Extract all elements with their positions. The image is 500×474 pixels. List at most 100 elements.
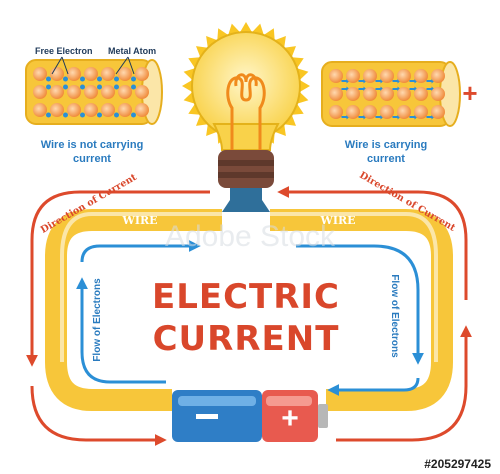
wire-active-caption-line1: Wire is carrying [345,139,427,151]
metal-atom [118,85,132,99]
current-arrow-bottom-right [336,325,472,442]
circuit-wire-highlight [60,212,438,362]
wire-active-caption-line2: current [367,153,405,165]
electron-flow-label-left: Flow of Electrons [92,278,103,362]
diagram-title-line1: ELECTRIC [152,277,340,317]
wire-sample-active: + [321,61,478,127]
metal-atom [414,69,428,83]
metal-atom [397,69,411,83]
metal-atom [84,85,98,99]
metal-atom [118,67,132,81]
metal-atom [363,87,377,101]
bulb-filament-coil [234,73,258,87]
metal-atom-lattice-active [329,69,445,120]
metal-atom [346,105,360,119]
electron-flow-label-right: Flow of Electrons [389,274,400,358]
circuit-wire [45,209,453,411]
electron-flow-arrow-bottom-left [76,277,166,384]
metal-atom [329,105,343,119]
metal-atom [84,103,98,117]
metal-atom [33,85,47,99]
free-electron [97,84,102,90]
metal-atom [346,69,360,83]
metal-atom [50,85,64,99]
current-arrow-left [26,190,210,367]
metal-atom [118,103,132,117]
free-electron [63,76,68,82]
wire-label-left: WIRE [121,214,157,227]
metal-atom [33,67,47,81]
free-electron [80,112,85,118]
bulb-connector [222,188,270,212]
battery-terminal [318,404,328,428]
bulb-socket [218,150,274,188]
electron-flow-arrow-top-left [80,240,201,263]
metal-atom [431,69,445,83]
bulb-filament [226,76,266,150]
battery-negative-shine [178,396,256,406]
free-electron [114,76,119,82]
free-electron [80,76,85,82]
free-electron-label: Free Electron [35,46,93,56]
bulb-socket-band-2 [218,172,274,178]
metal-atom [397,105,411,119]
metal-atom [380,105,394,119]
current-arrow-right [277,186,468,300]
metal-atom [431,87,445,101]
metal-atom [67,103,81,117]
metal-atom [67,67,81,81]
wire-idle-caption-line2: current [73,153,111,165]
free-electron [46,84,51,90]
stock-image-id: #205297425 [419,456,496,472]
metal-atom-lattice-idle [33,67,149,118]
watermark-text: Adobe Stock [165,220,336,253]
wire-sample-idle [25,59,163,125]
bulb-neck [212,123,280,151]
metal-atom-pointer-2 [127,56,135,75]
free-electron [97,76,102,82]
free-electron [63,112,68,118]
wire-label-right: WIRE [319,214,355,227]
metal-atom [380,69,394,83]
metal-atom [346,87,360,101]
diagram-title-line2: CURRENT [153,319,340,359]
free-electron-pointer-2 [61,56,69,75]
electron-flow-arrow-top [296,244,424,365]
free-electron [80,84,85,90]
metal-atom [101,67,115,81]
wire-idle-caption-line1: Wire is not carrying [41,139,144,151]
free-electron [131,84,136,90]
metal-atom [363,105,377,119]
metal-atom [33,103,47,117]
current-arrow-bottom [30,385,167,446]
free-electron [131,76,136,82]
metal-atom [135,103,149,117]
free-electron [46,112,51,118]
metal-atom [67,85,81,99]
free-electron [63,84,68,90]
metal-atom [329,69,343,83]
battery-minus-sign [196,414,218,419]
battery: + [172,390,328,442]
metal-atom [414,105,428,119]
free-electron-pointer [51,56,63,75]
metal-atom [397,87,411,101]
metal-atom [135,67,149,81]
metal-atom [101,103,115,117]
battery-plus-sign: + [281,402,299,435]
metal-atom [329,87,343,101]
metal-atom [84,67,98,81]
metal-atom [135,85,149,99]
metal-atom-pointer [115,56,129,75]
positive-terminal-sign: + [462,78,477,108]
metal-atom-label: Metal Atom [108,46,156,56]
light-bulb [182,22,310,212]
metal-atom [431,105,445,119]
free-electron [97,112,102,118]
metal-atom [380,87,394,101]
bulb-socket-band [218,160,274,166]
free-electron [46,76,51,82]
free-electron [114,84,119,90]
metal-atom [101,85,115,99]
